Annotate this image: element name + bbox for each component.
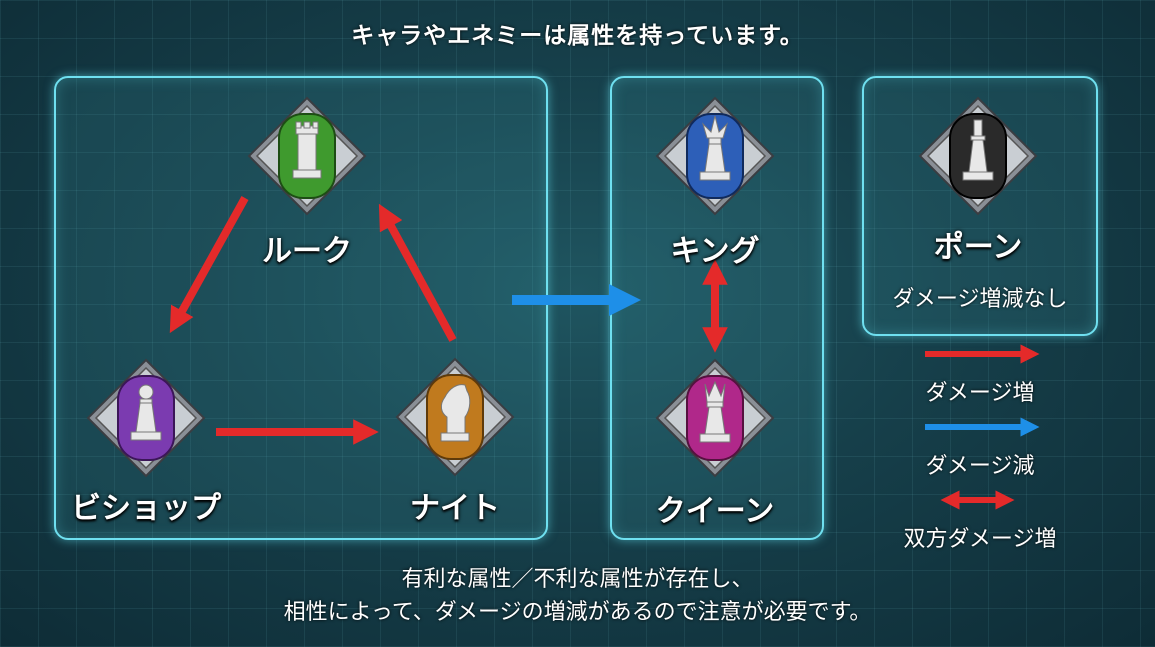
- arrow-rook-to-bishop: [169, 196, 249, 334]
- queen-label: クイーン: [655, 494, 775, 529]
- bishop-label: ビショップ: [71, 491, 221, 526]
- legend-mutual-label: 双方ダメージ増: [903, 527, 1057, 552]
- rook-label: ルーク: [262, 234, 352, 269]
- footer-line-2: 相性によって、ダメージの増減があるので注意が必要です。: [283, 600, 872, 625]
- legend-increase-label: ダメージ増: [925, 381, 1035, 406]
- arrow-knight-to-rook: [378, 203, 457, 342]
- page-title: キャラやエネミーは属性を持っています。: [351, 23, 804, 49]
- queen-icon: [655, 358, 775, 478]
- king-icon: [655, 96, 775, 216]
- pawn-label: ポーン: [933, 230, 1023, 265]
- footer-line-1: 有利な属性／不利な属性が存在し、: [401, 567, 754, 592]
- king-label: キング: [670, 234, 760, 269]
- pawn-bishop-icon: [86, 358, 206, 478]
- pawn-icon: [918, 96, 1038, 216]
- pawn-note: ダメージ増減なし: [892, 287, 1068, 312]
- knight-label: ナイト: [410, 491, 500, 526]
- legend-decrease-label: ダメージ減: [925, 454, 1035, 479]
- knight-icon: [395, 357, 515, 477]
- rook-icon: [247, 96, 367, 216]
